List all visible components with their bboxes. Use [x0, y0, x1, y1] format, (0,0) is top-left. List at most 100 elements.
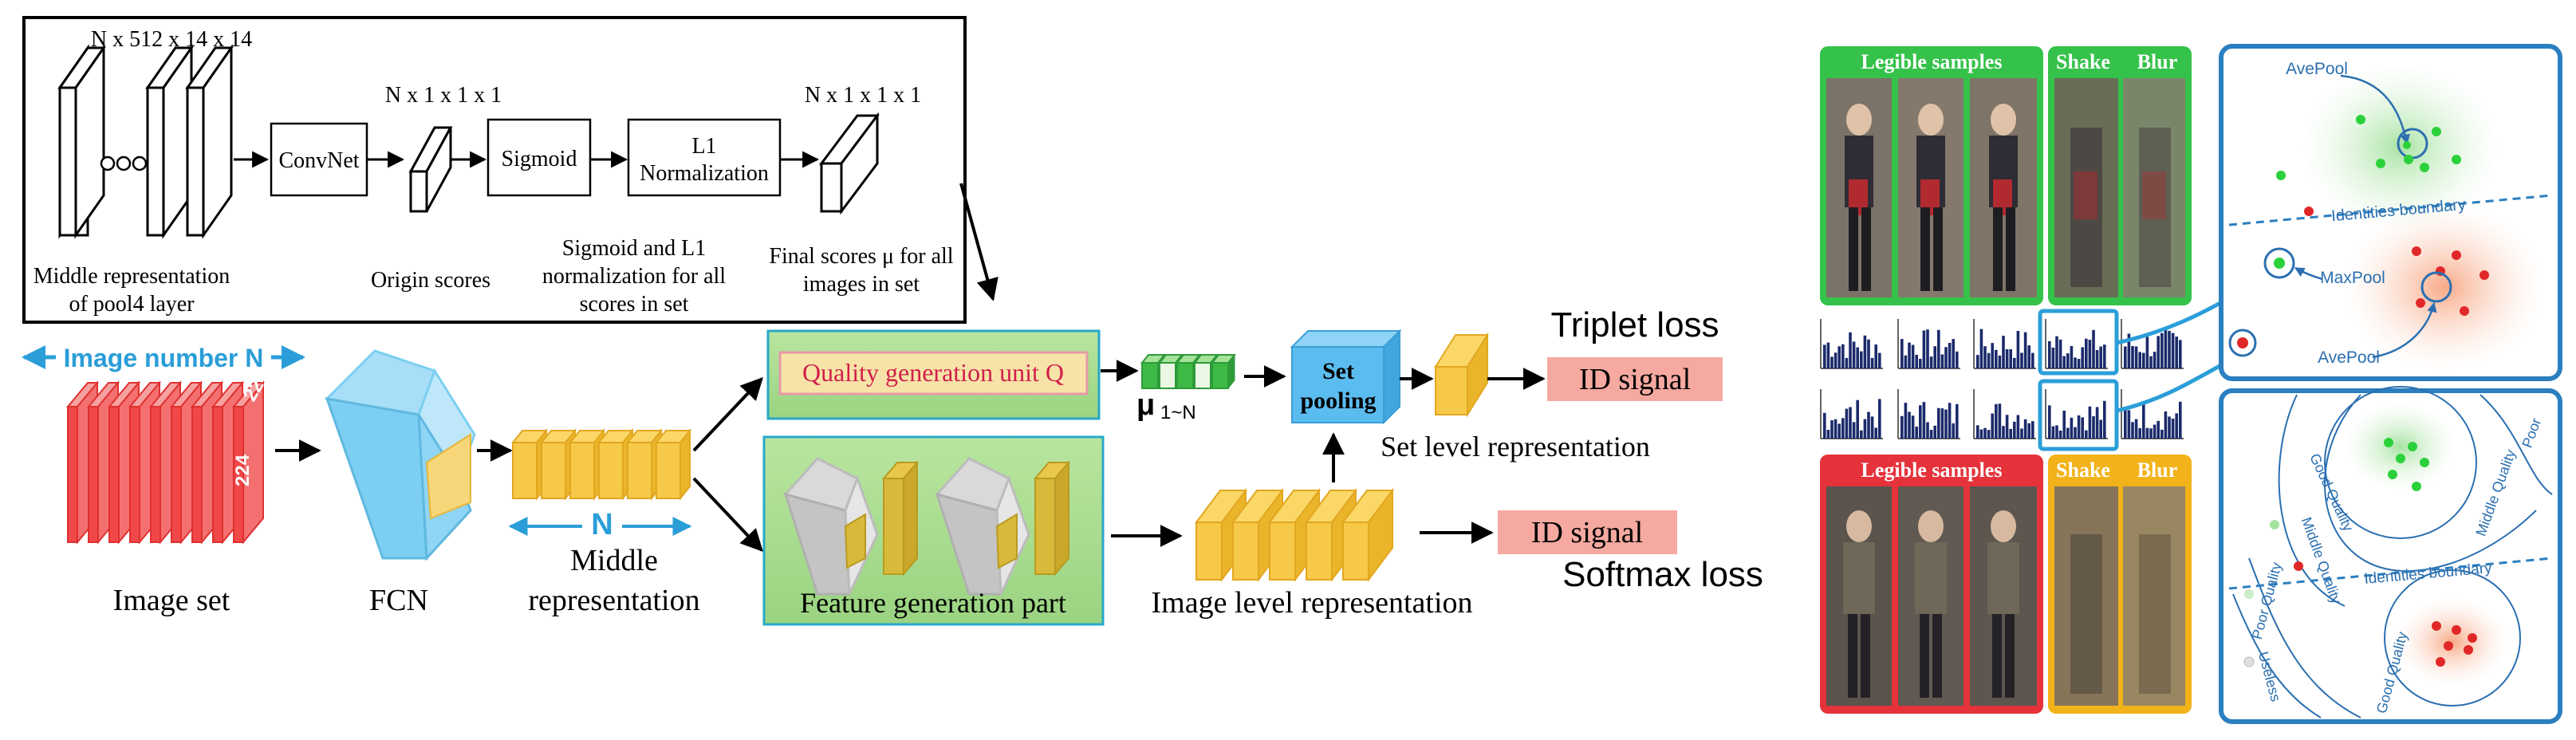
n-indicator: N	[508, 506, 692, 541]
highlight-hist-bottom	[2038, 379, 2119, 451]
caption-middle-line2: of pool4 layer	[69, 292, 195, 317]
set-pooling-line1: Set	[1322, 358, 1354, 384]
id-signal-top-label: ID signal	[1579, 363, 1691, 396]
l1-normalization-box	[627, 118, 782, 197]
quality-unit-label: Quality generation unit Q	[802, 358, 1064, 387]
middle-cube	[597, 428, 635, 501]
id-signal-top-box	[1547, 357, 1723, 401]
origin-scores-bar	[408, 126, 453, 213]
person-silhouettes-bottom	[1843, 510, 2019, 698]
image-level-cubes	[1195, 488, 1394, 582]
green-points-top	[2276, 115, 2461, 180]
mu-scores	[1140, 353, 1237, 390]
image-level-cube	[1341, 488, 1394, 582]
red-points-bottom	[2432, 621, 2477, 667]
histogram	[1973, 389, 2036, 439]
set-pooling-cube: Set pooling	[1290, 329, 1402, 425]
feature-funnel-2	[935, 457, 1030, 596]
sigmoid-label: Sigmoid	[502, 147, 577, 171]
middle-cube	[625, 428, 664, 501]
caption-sigmoid-line3: scores in set	[580, 292, 689, 317]
sigmoid-box	[486, 118, 592, 197]
final-scores-bar	[819, 112, 880, 215]
histogram	[2045, 319, 2108, 369]
quality-unit-detail-box: N x 512 x 14 x 14 ConvNet N x 1 x 1 x 1	[22, 16, 967, 324]
middle-cube	[654, 428, 692, 501]
l1-label-line1: L1	[691, 134, 716, 159]
n-label: N	[591, 508, 612, 541]
image-level-label: Image level representation	[1151, 586, 1472, 620]
shake-bottom-label: Shake	[2056, 459, 2110, 482]
image-number-indicator: Image number N	[21, 344, 305, 372]
histogram	[1897, 389, 1960, 439]
feature-space-top-panel: Identities boundary AvePool MaxPool AveP…	[2219, 44, 2562, 381]
caption-origin: Origin scores	[371, 268, 490, 293]
triplet-loss-label: Triplet loss	[1550, 305, 1719, 344]
id-signal-bottom-box	[1498, 510, 1677, 554]
maxpool-label: MaxPool	[2320, 269, 2385, 287]
feature-cube-1	[881, 460, 920, 577]
l1-label-line2: Normalization	[640, 161, 769, 186]
blur-top-img	[2123, 78, 2185, 297]
middle-representation-cubes	[510, 428, 692, 501]
mu-label: μ	[1136, 388, 1155, 422]
pool4-slabs	[57, 44, 234, 239]
feature-space-bottom-panel: Identities boundary Good Quality Good Qu…	[2219, 386, 2562, 724]
quality-unit-panel: Quality generation unit Q	[766, 329, 1101, 420]
histogram	[1820, 389, 1883, 439]
image-set-frames	[65, 380, 266, 545]
green-points-bottom	[2384, 438, 2429, 491]
feature-histograms	[1820, 319, 2184, 439]
fcn-label: FCN	[369, 584, 428, 617]
middle-label-line1: Middle	[570, 544, 658, 577]
fcn-funnel	[324, 349, 476, 561]
blur-bottom-img	[2123, 486, 2185, 706]
shake-top-label: Shake	[2056, 50, 2110, 73]
histogram	[2121, 319, 2184, 369]
feature-part-label: Feature generation part	[800, 587, 1066, 619]
avepool-top-label: AvePool	[2286, 60, 2348, 78]
detail-pointer-arrow	[959, 183, 998, 301]
legible-bottom-label: Legible samples	[1861, 459, 2003, 482]
person-silhouettes-top	[1845, 104, 2018, 291]
histogram	[1820, 319, 1883, 369]
image-set-label: Image set	[113, 584, 230, 617]
samples-panel: Legible samples Shake Blur	[1820, 46, 2267, 714]
feature-generation-panel: Feature generation part	[762, 435, 1105, 626]
id-signal-bottom-label: ID signal	[1531, 516, 1643, 549]
feature-funnel-1	[783, 457, 879, 596]
arrow-to-quality-unit	[692, 376, 763, 452]
caption-sigmoid-line1: Sigmoid and L1	[562, 236, 706, 261]
avepool-bottom-label: AvePool	[2318, 348, 2380, 367]
arrow-to-feature-part	[692, 477, 763, 553]
final-dims-label: N x 1 x 1 x 1	[805, 83, 921, 108]
feature-cube-2	[1033, 460, 1071, 577]
softmax-loss-label: Softmax loss	[1562, 555, 1763, 594]
image-number-label: Image number N	[64, 344, 264, 372]
red-points-top	[2412, 246, 2489, 316]
ellipsis-dots	[100, 155, 148, 171]
set-level-label: Set level representation	[1381, 431, 1650, 462]
set-pooling-line2: pooling	[1300, 388, 1376, 414]
histogram	[2121, 389, 2184, 439]
set-level-cube	[1434, 332, 1489, 418]
histogram	[1973, 319, 2036, 369]
histogram	[2045, 389, 2108, 439]
caption-middle-line1: Middle representation	[33, 264, 230, 289]
caption-final-line1: Final scores μ for all	[769, 244, 953, 269]
legible-top-label: Legible samples	[1861, 50, 2003, 73]
mu-box	[1210, 353, 1237, 390]
caption-final-line2: images in set	[803, 272, 920, 297]
blur-top-label: Blur	[2137, 50, 2178, 73]
image-frame	[231, 380, 266, 545]
caption-sigmoid-line2: normalization for all	[542, 264, 726, 289]
blur-bottom-label: Blur	[2137, 459, 2178, 482]
histogram	[1897, 319, 1960, 369]
convnet-label: ConvNet	[278, 148, 359, 173]
dim-224-side: 224	[232, 454, 254, 486]
mu-subscript: 1~N	[1160, 402, 1196, 423]
middle-label-line2: representation	[528, 584, 699, 617]
origin-dims-label: N x 1 x 1 x 1	[385, 83, 502, 108]
